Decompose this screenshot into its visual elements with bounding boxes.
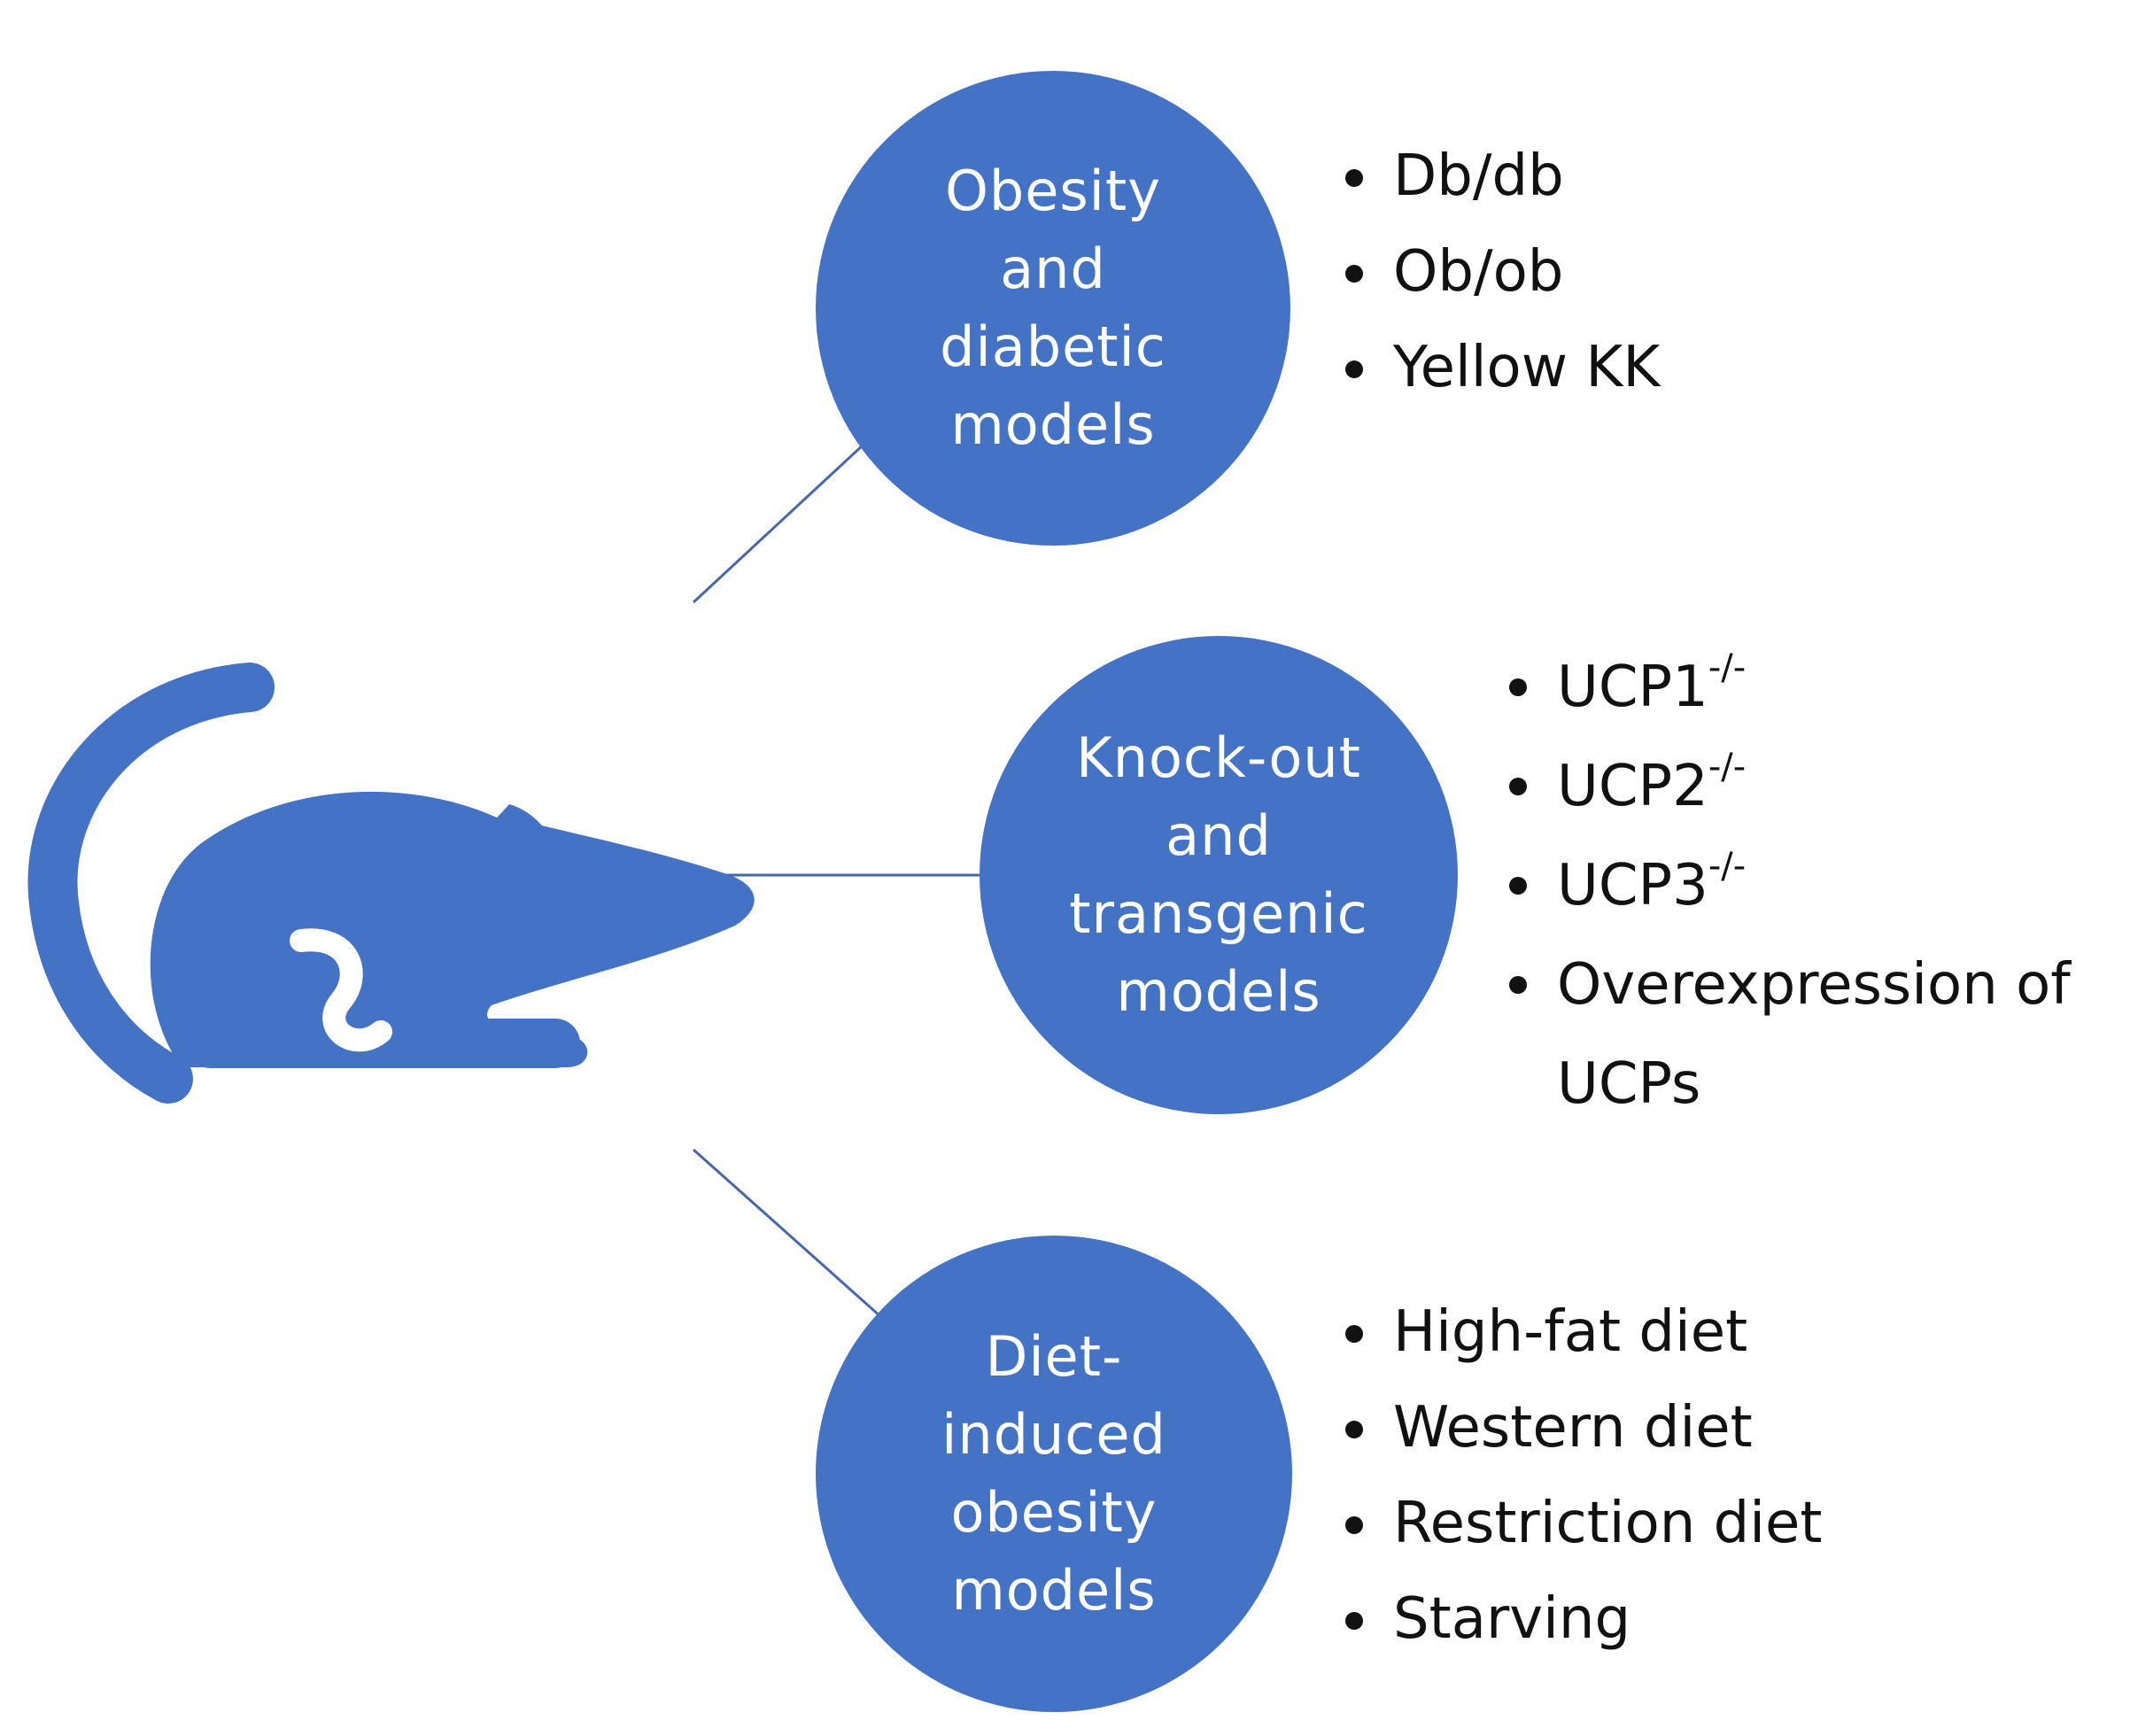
circle-label-line: Knock-out	[1076, 725, 1361, 790]
connector-bottom	[693, 1148, 882, 1319]
circle-knockout-transgenic: Knock-out and transgenic models	[980, 636, 1458, 1114]
circle-label-line: induced	[941, 1402, 1166, 1467]
list-item: Yellow KK	[1342, 320, 1660, 415]
circle-obesity-diabetic: Obesity and diabetic models	[816, 71, 1290, 546]
circle-label-line: obesity	[950, 1480, 1158, 1545]
list-item: UCP2-/-	[1506, 737, 2071, 836]
circle-label-line: models	[1116, 959, 1321, 1024]
circle-diet-induced: Diet- induced obesity models	[816, 1236, 1292, 1712]
circle-label-line: and	[1166, 803, 1272, 868]
list-item: Restriction diet	[1342, 1476, 1823, 1571]
list-item: UCP3-/-	[1506, 836, 2071, 935]
list-item: Overexpression of UCPs	[1506, 935, 2071, 1134]
list-diet-induced: High-fat diet Western diet Restriction d…	[1342, 1284, 1823, 1667]
mouse-leg-outline	[290, 928, 392, 1052]
list-item-text: UCP2	[1557, 754, 1708, 819]
list-item-superscript: -/-	[1708, 647, 1747, 688]
list-item-text: UCP1	[1557, 655, 1708, 720]
circle-label-line: Diet-	[985, 1324, 1123, 1389]
mouse-tail	[27, 663, 275, 1104]
list-item: Western diet	[1342, 1380, 1823, 1476]
list-item: UCP1-/-	[1506, 638, 2071, 737]
circle-label: Knock-out and transgenic models	[1069, 719, 1368, 1031]
list-obesity-diabetic: Db/db Ob/ob Yellow KK	[1342, 128, 1660, 415]
list-item-text: Overexpression of	[1557, 952, 2071, 1018]
circle-label-line: and	[1000, 236, 1106, 301]
list-knockout-transgenic: UCP1-/- UCP2-/- UCP3-/- Overexpression o…	[1506, 638, 2071, 1134]
mouse-body	[150, 791, 755, 1067]
list-item-superscript: -/-	[1708, 747, 1747, 787]
circle-label: Diet- induced obesity models	[941, 1318, 1166, 1630]
list-item: High-fat diet	[1342, 1284, 1823, 1380]
mouse-ear	[492, 804, 558, 850]
circle-label-line: transgenic	[1069, 881, 1368, 946]
circle-label-line: models	[951, 1558, 1157, 1623]
circle-label: Obesity and diabetic models	[940, 152, 1166, 464]
list-item: Ob/ob	[1342, 224, 1660, 320]
circle-label-line: diabetic	[940, 314, 1166, 379]
connector-top	[692, 430, 879, 604]
list-item-continuation: UCPs	[1557, 1051, 1701, 1117]
circle-label-line: Obesity	[945, 159, 1161, 223]
circle-label-line: models	[950, 392, 1156, 457]
list-item-superscript: -/-	[1708, 846, 1747, 887]
list-item: Starving	[1342, 1571, 1823, 1667]
list-item: Db/db	[1342, 128, 1660, 224]
mouse-icon	[27, 663, 755, 1104]
list-item-text: UCP3	[1557, 853, 1708, 918]
